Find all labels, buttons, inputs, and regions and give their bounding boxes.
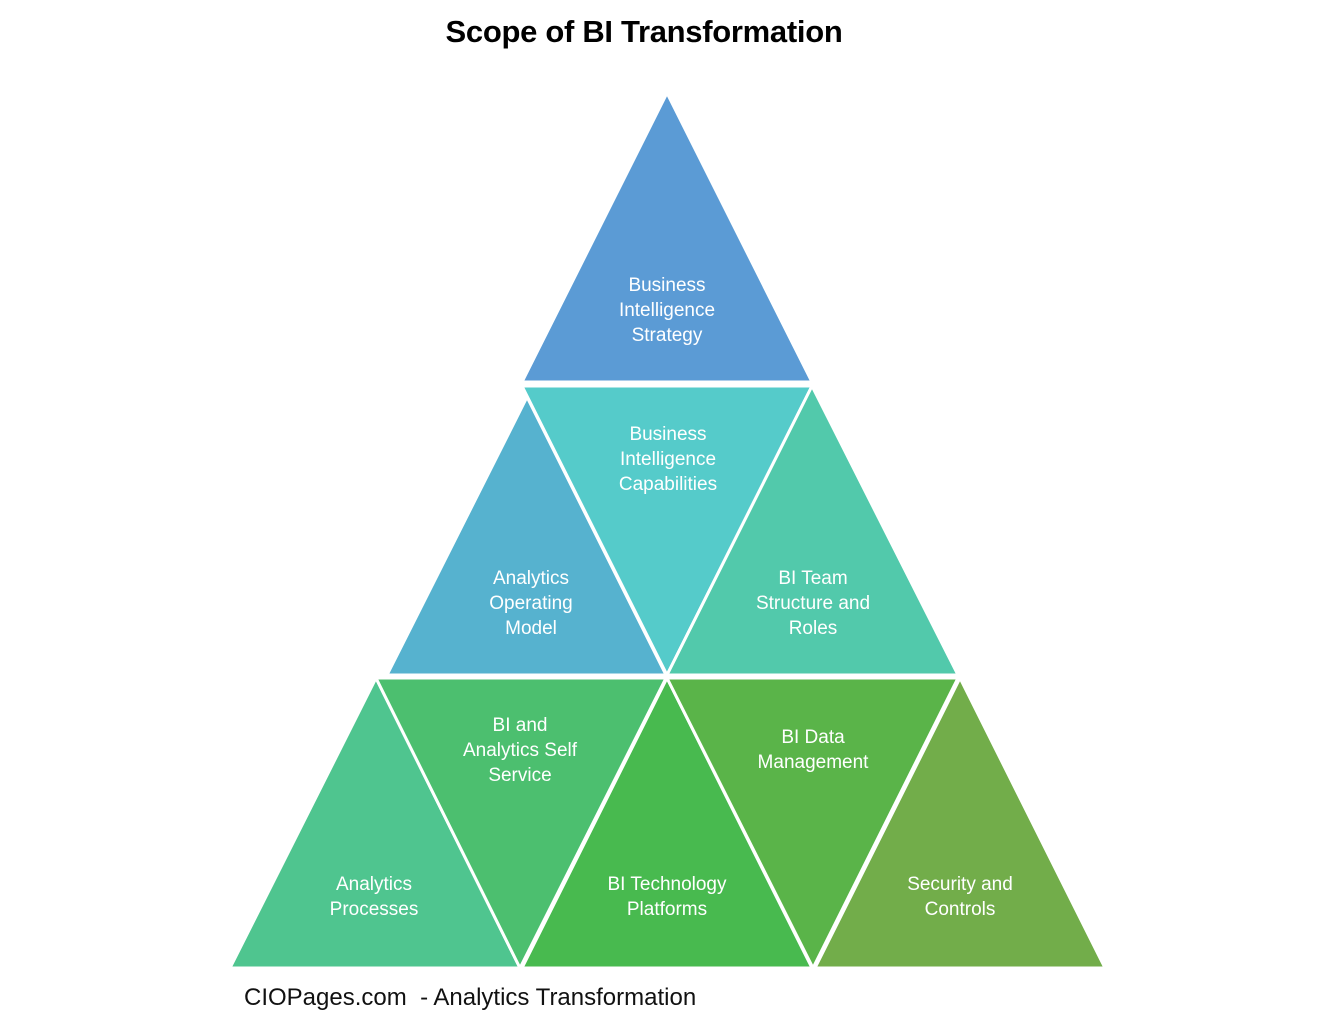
label-line: BI Team (778, 568, 847, 589)
label-line: Business (629, 424, 706, 445)
label-line: BI Data (781, 727, 845, 748)
label-line: Intelligence (619, 300, 715, 321)
label-line: Controls (925, 899, 996, 920)
label-line: Business (628, 275, 705, 296)
label-line: Roles (789, 618, 838, 639)
label-line: Model (505, 618, 557, 639)
label-line: Structure and (756, 593, 870, 614)
label-line: Analytics (493, 568, 569, 589)
label-line: Operating (489, 593, 572, 614)
label-line: BI Technology (607, 874, 727, 895)
label-line: Service (488, 765, 551, 786)
triangle-bi-team-structure (664, 382, 961, 677)
label-line: Strategy (632, 325, 703, 346)
label-line: Analytics (336, 874, 412, 895)
label-line: BI and (493, 715, 548, 736)
label-line: Capabilities (619, 474, 717, 495)
diagram-title: Scope of BI Transformation (445, 14, 843, 49)
triangle-security-controls (812, 674, 1108, 970)
label-line: Platforms (627, 899, 707, 920)
label-line: Intelligence (620, 449, 716, 470)
label-line: Management (758, 752, 870, 773)
label-line: Processes (330, 899, 419, 920)
triangle-bi-data-management (664, 676, 961, 972)
label-line: Security and (907, 874, 1013, 895)
triangle-bi-strategy (519, 89, 815, 384)
label-line: Analytics Self (463, 740, 578, 761)
footer-caption: CIOPages.com - Analytics Transformation (244, 984, 697, 1011)
